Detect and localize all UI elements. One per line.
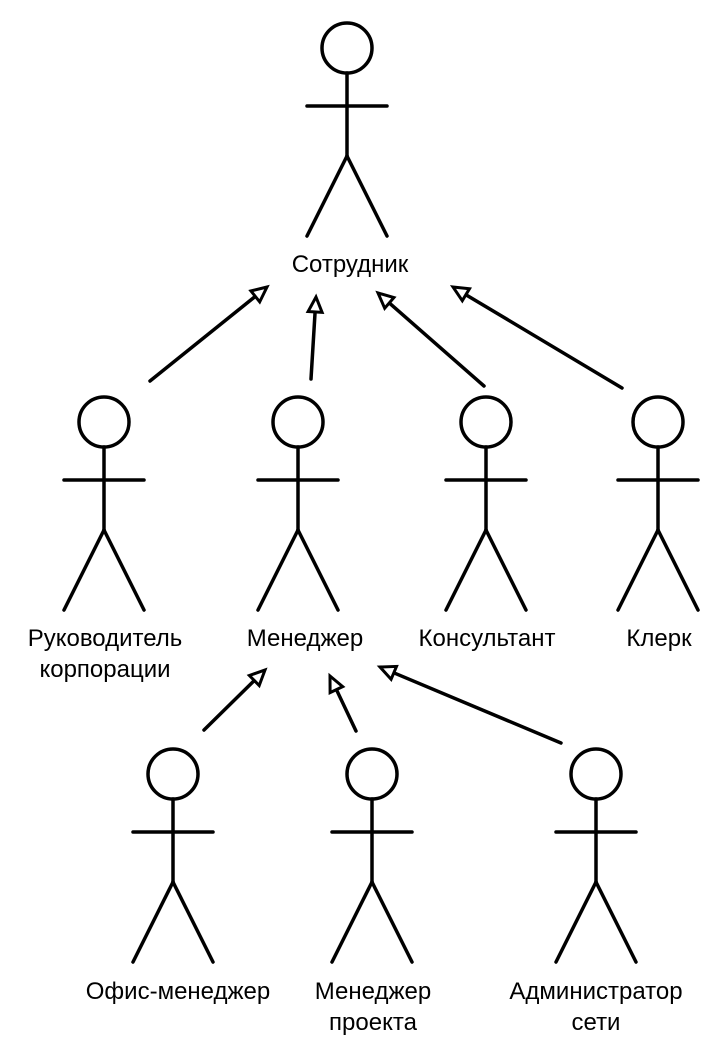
actor-right-leg [102,528,146,612]
actor-corp-head: Руководитель корпорации [28,395,183,683]
actor-clerk: Клерк [616,395,700,652]
generalization-arrow [328,672,358,733]
actor-left-leg [62,528,106,612]
hollow-arrowhead-icon [246,667,268,689]
actor-label: Офис-менеджер [86,978,271,1005]
actor-left-leg [554,880,598,964]
actor-head [459,395,513,449]
actor-label-line: Администратор [509,978,682,1005]
actor-label-line: Менеджер [315,978,431,1005]
actor-label: Менеджер [247,625,363,652]
actor-right-leg [171,880,215,964]
generalization-arrow [449,285,624,390]
actor-head [77,395,131,449]
actor-head [345,747,399,801]
actor-left-leg [131,880,175,964]
actor-office-manager: Офис-менеджер [86,747,271,1005]
actor-right-leg [345,154,389,238]
actor-label-line: проекта [329,1009,418,1036]
actor-left-leg [444,528,488,612]
actor-right-leg [296,528,340,612]
generalization-arrow [148,284,270,383]
actor-label: Менеджер проекта [315,978,431,1036]
generalization-arrow [305,293,325,381]
actor-employee: Сотрудник [292,21,409,278]
actor-right-leg [370,880,414,964]
actor-label-line: Офис-менеджер [86,978,271,1005]
actor-label: Клерк [626,625,692,652]
generalization-arrow [202,667,268,732]
stick-figure-icon [616,395,700,612]
stick-figure-icon [131,747,215,964]
actor-label-line: корпорации [39,656,170,683]
actor-label: Консультант [418,625,555,652]
generalization-arrow [375,290,486,388]
hollow-arrowhead-icon [328,672,346,695]
actor-label-line: Сотрудник [292,251,409,278]
stick-figure-icon [305,21,389,238]
actor-head [631,395,685,449]
actor-label-line: Клерк [626,625,692,652]
actor-head [569,747,623,801]
arrow-shaft [334,687,358,733]
generalization-arrow [376,664,563,745]
stick-figure-icon [256,395,340,612]
arrow-shaft [148,294,258,383]
actor-right-leg [594,880,638,964]
hollow-arrowhead-icon [248,284,270,305]
actor-left-leg [256,528,300,612]
hollow-arrowhead-icon [449,285,472,304]
arrow-shaft [202,678,257,732]
actor-label-line: Руководитель [28,625,183,652]
actor-network-admin: Администратор сети [509,747,683,1036]
arrow-shaft [464,292,624,390]
hollow-arrowhead-icon [375,290,397,311]
hollow-arrowhead-icon [376,664,399,683]
generalization-edges [148,284,624,745]
actor-label: Сотрудник [292,251,409,278]
actor-head [146,747,200,801]
actor-left-leg [330,880,374,964]
stick-figure-icon [330,747,414,964]
stick-figure-icon [62,395,146,612]
actor-label: Руководитель корпорации [28,625,183,683]
arrow-shaft [309,310,317,381]
actor-label-line: Менеджер [247,625,363,652]
actor-manager: Менеджер [247,395,363,652]
actor-head [320,21,374,75]
actor-right-leg [656,528,700,612]
actor-left-leg [616,528,660,612]
actor-label-line: сети [572,1009,621,1036]
actor-label: Администратор сети [509,978,682,1036]
actor-label-line: Консультант [418,625,555,652]
actor-left-leg [305,154,349,238]
actor-head [271,395,325,449]
actor-consultant: Консультант [418,395,556,652]
actor-right-leg [484,528,528,612]
actor-project-manager: Менеджер проекта [315,747,431,1036]
stick-figure-icon [444,395,528,612]
arrow-shaft [392,671,563,745]
hollow-arrowhead-icon [305,293,325,315]
stick-figure-icon [554,747,638,964]
arrow-shaft [387,301,486,388]
